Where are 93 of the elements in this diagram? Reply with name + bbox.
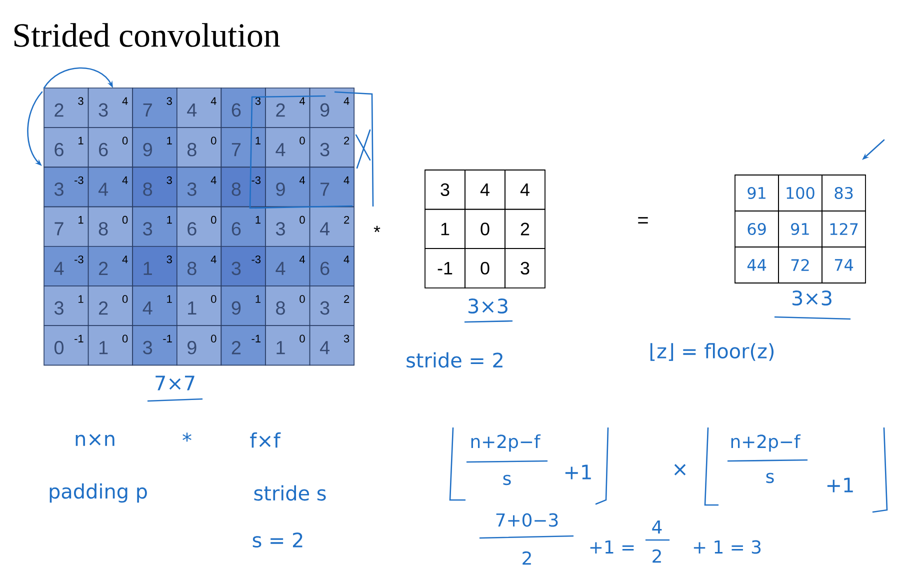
grid-cell: 3 -3 [44,166,89,208]
grid-cell: 4 4 [265,246,310,286]
grid-cell: 3 -3 [220,246,266,286]
handwritten-note: + 1 = 3 [694,540,761,554]
handwritten-note: s = 2 [252,532,302,548]
filter-cell: 0 [464,208,506,250]
filter-cell: 0 [464,248,506,288]
filter-cell: 3 [504,248,546,288]
output-cell: 44 [734,246,779,284]
grid-cell: 7 4 [309,166,354,208]
dimension-note: 3×3 [792,290,832,306]
dimension-note: 3×3 [468,298,508,314]
grid-cell: 8 0 [176,127,222,168]
output-cell: 91 [734,174,779,212]
grid-cell: 0 -1 [44,325,89,366]
grid-cell: 4 0 [265,127,310,168]
grid-cell: 3 4 [88,88,134,128]
grid-cell: 9 1 [220,286,266,326]
grid-cell: 7 3 [132,88,178,128]
grid-cell: 4 3 [309,325,354,366]
grid-cell: 3 0 [265,206,310,247]
grid-cell: 3 1 [132,206,178,247]
grid-cell: 2 4 [88,246,134,286]
handwritten-note: n×n [76,434,114,446]
filter-cell: -1 [424,248,466,288]
filter-cell: 4 [464,170,506,210]
handwritten-note: +1 = [590,540,634,554]
grid-cell: 1 3 [132,246,178,286]
numerator: n+2p−f [731,434,801,452]
handwritten-note: ⌊z⌋ = floor(z) [650,343,774,361]
handwritten-note: * [182,432,192,442]
grid-cell: 2 4 [265,88,310,128]
grid-cell: 6 0 [88,127,134,168]
grid-cell: 2 3 [44,88,89,128]
grid-cell: 1 0 [176,286,222,326]
numerator: n+2p−f [471,434,541,452]
grid-cell: 8 0 [265,286,310,326]
grid-cell: 3 2 [309,127,354,168]
handwritten-note: padding p [50,483,147,503]
grid-cell: 4 2 [309,206,354,247]
handwritten-note: +1 [565,464,591,480]
denominator: s [503,474,511,486]
grid-cell: 6 1 [220,206,266,247]
grid-cell: 9 1 [132,127,178,168]
grid-cell: 9 4 [309,88,354,128]
output-cell: 91 [778,210,822,248]
handwritten-note: stride = 2 [406,352,502,368]
grid-cell: 4 4 [176,88,222,128]
grid-cell: 8 0 [88,206,134,247]
operator-sign: * [374,226,380,232]
grid-cell: 3 4 [176,166,222,208]
grid-cell: 4 -3 [44,246,89,286]
grid-cell: 6 4 [309,246,354,286]
grid-cell: 8 4 [176,246,222,286]
title: Strided convolution [14,23,280,47]
grid-cell: 1 0 [88,325,134,366]
grid-cell: 3 2 [309,286,354,326]
grid-cell: 2 0 [88,286,134,326]
filter-cell: 2 [504,208,546,250]
grid-cell: 3 1 [44,286,89,326]
grid-cell: 1 0 [265,325,310,366]
grid-cell: 6 0 [176,206,222,247]
operator-sign: × [674,464,686,476]
grid-cell: 8 -3 [220,166,266,208]
grid-cell: 7 1 [220,127,266,168]
output-cell: 127 [822,210,866,248]
grid-cell: 4 1 [132,286,178,326]
grid-cell: 4 4 [88,166,134,208]
equals-sign: = [638,217,648,224]
filter-cell: 3 [424,170,466,210]
denominator: 2 [652,549,661,563]
numerator: 4 [652,520,662,534]
handwritten-note: +1 [827,478,853,492]
output-cell: 100 [778,174,822,212]
dimension-note: 7×7 [156,376,194,390]
grid-cell: 6 1 [44,127,89,168]
output-cell: 74 [822,246,866,284]
output-cell: 83 [822,174,866,212]
grid-cell: 8 3 [132,166,178,208]
output-cell: 69 [734,210,779,248]
grid-cell: 3 -1 [132,325,178,366]
grid-cell: 9 0 [176,325,222,366]
denominator: s [766,472,774,484]
grid-cell: 7 1 [44,206,89,247]
denominator: 2 [522,551,531,565]
handwritten-note: f×f [250,432,281,448]
output-cell: 72 [778,246,822,284]
grid-cell: 2 -1 [220,325,266,366]
grid-cell: 9 4 [265,166,310,208]
numerator: 7+0−3 [496,513,558,527]
filter-cell: 4 [504,170,546,210]
filter-cell: 1 [424,208,466,250]
handwritten-note: stride s [254,485,326,501]
